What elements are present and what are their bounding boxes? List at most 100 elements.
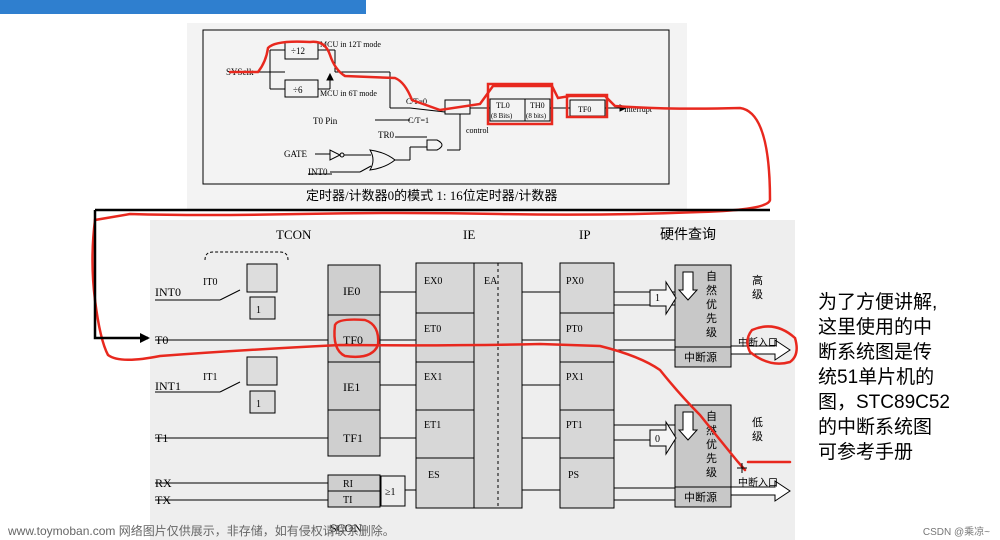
high-label-2: 级 [752, 288, 763, 301]
ie-bit-ex1: EX1 [424, 372, 442, 383]
flag-ti: TI [343, 495, 352, 506]
input-int1: INT1 [155, 379, 181, 393]
control-label: control [466, 126, 489, 135]
flag-tf1: TF1 [343, 431, 363, 445]
low-source-label: 中断源 [684, 490, 717, 504]
ie-label: IE [463, 227, 475, 242]
flag-ie0: IE0 [343, 284, 360, 298]
low-natural-5: 级 [706, 466, 717, 479]
ip-bit-ps: PS [568, 470, 579, 481]
flag-tf0: TF0 [343, 333, 363, 347]
input-int0: INT0 [155, 285, 181, 299]
low-natural-3: 优 [706, 438, 717, 451]
ip-bit-pt1: PT1 [566, 420, 583, 431]
t0pin-label: T0 Pin [313, 116, 338, 126]
tf0-circle [333, 318, 380, 359]
it1-label: IT1 [203, 372, 217, 383]
note-line-6: 的中断系统图 [818, 417, 933, 438]
th0-box [524, 98, 551, 122]
ie-bit-es: ES [428, 470, 440, 481]
inverter [329, 149, 342, 161]
crosshair-cursor-icon [737, 463, 747, 473]
high-natural-4: 先 [706, 312, 717, 325]
low-label-2: 级 [752, 430, 763, 443]
note-line-3: 断系统图是传 [818, 342, 933, 363]
low-priority-arrow [677, 411, 699, 441]
ie-bit-ea: EA [484, 276, 498, 287]
ie-register [415, 262, 523, 509]
ie-bit-ex0: EX0 [424, 276, 442, 287]
gate-label: GATE [284, 149, 307, 159]
top-title-bar [0, 0, 366, 14]
scon-label: SCON [330, 521, 362, 535]
input-rx: RX [155, 476, 172, 490]
black-arrow-path [93, 210, 148, 340]
high-natural-5: 级 [706, 326, 717, 339]
timer0-mode1-diagram [202, 29, 670, 185]
high-natural-1: 自 [706, 270, 717, 283]
ip-label: IP [579, 227, 591, 242]
div12-label: ÷12 [291, 46, 305, 56]
ip-bit-pt0: PT0 [566, 324, 583, 335]
ip-register [559, 262, 615, 509]
tl0-th0-highlight [486, 82, 554, 126]
tr0-label: TR0 [378, 130, 395, 140]
tl0-bits-label: (8 Bits) [491, 112, 513, 120]
footer-watermark: www.toymoban.com 网络图片仅供展示，非存储，如有侵权请联系删除。 [8, 524, 395, 538]
input-t0: T0 [155, 333, 168, 347]
side-note: 为了方便讲解, 这里使用的中 断系统图是传 统51单片机的 图，STC89C52… [818, 290, 968, 465]
hw-query-label: 硬件查询 [660, 227, 716, 243]
csdn-watermark: CSDN @乘凉~ [922, 527, 990, 538]
high-natural-3: 优 [706, 298, 717, 311]
ie-bit-et0: ET0 [424, 324, 441, 335]
low-natural-4: 先 [706, 452, 717, 465]
low-natural-1: 自 [706, 410, 717, 423]
high-natural-2: 然 [706, 283, 717, 297]
mode6-label: MCU in 6T mode [320, 89, 377, 98]
high-entry-label: 中断入口 [738, 336, 778, 349]
input-tx: TX [155, 493, 171, 507]
tf0-highlight [565, 93, 609, 119]
interrupt-label: Interrupt [624, 105, 653, 114]
flag-ie1: IE1 [343, 380, 360, 394]
timer-frame [202, 29, 670, 185]
it0-one: 1 [256, 305, 261, 316]
ie-bit-et1: ET1 [424, 420, 441, 431]
low-label-1: 低 [752, 416, 763, 429]
and-gate [426, 139, 443, 151]
low-priority-block [674, 404, 732, 508]
it0-label: IT0 [203, 277, 217, 288]
ip-bit-px0: PX0 [566, 276, 584, 287]
note-line-5: 图，STC89C52 [818, 392, 950, 413]
high-label-1: 高 [752, 273, 763, 287]
high-priority-arrow [677, 271, 699, 301]
it1-one: 1 [256, 399, 261, 410]
note-line-2: 这里使用的中 [818, 317, 933, 338]
entry-circle [746, 325, 798, 365]
th0-label: TH0 [530, 101, 545, 110]
timer-caption: 定时器/计数器0的模式 1: 16位定时器/计数器 [306, 188, 557, 203]
input-t1: T1 [155, 431, 168, 445]
tl0-label: TL0 [496, 101, 510, 110]
ct1-label: C/T=1 [408, 116, 429, 125]
low-input-zero: 0 [655, 434, 660, 445]
note-line-7: 可参考手册 [818, 442, 914, 463]
high-source-label: 中断源 [684, 350, 717, 364]
black-arrow-head [140, 333, 150, 343]
tcon-register [327, 264, 381, 457]
interrupt-system-diagram [155, 251, 791, 509]
or-ge1-label: ≥1 [385, 487, 396, 498]
tcon-bracket [204, 251, 289, 261]
th0-bits-label: (8 bits) [526, 112, 547, 120]
red-annotation-path [91, 40, 798, 472]
tf0-timer-label: TF0 [578, 105, 591, 114]
mode12-label: MCU in 12T mode [320, 40, 381, 49]
timer-labels: SYSclk ÷12 ÷6 MCU in 12T mode MCU in 6T … [226, 40, 653, 203]
flag-ri: RI [343, 479, 353, 490]
int0-timer-label: INT0 [308, 167, 328, 177]
low-entry-label: 中断入口 [738, 476, 778, 489]
note-line-1: 为了方便讲解, [818, 292, 938, 313]
div6-label: ÷6 [293, 85, 303, 95]
tcon-label: TCON [276, 227, 312, 242]
